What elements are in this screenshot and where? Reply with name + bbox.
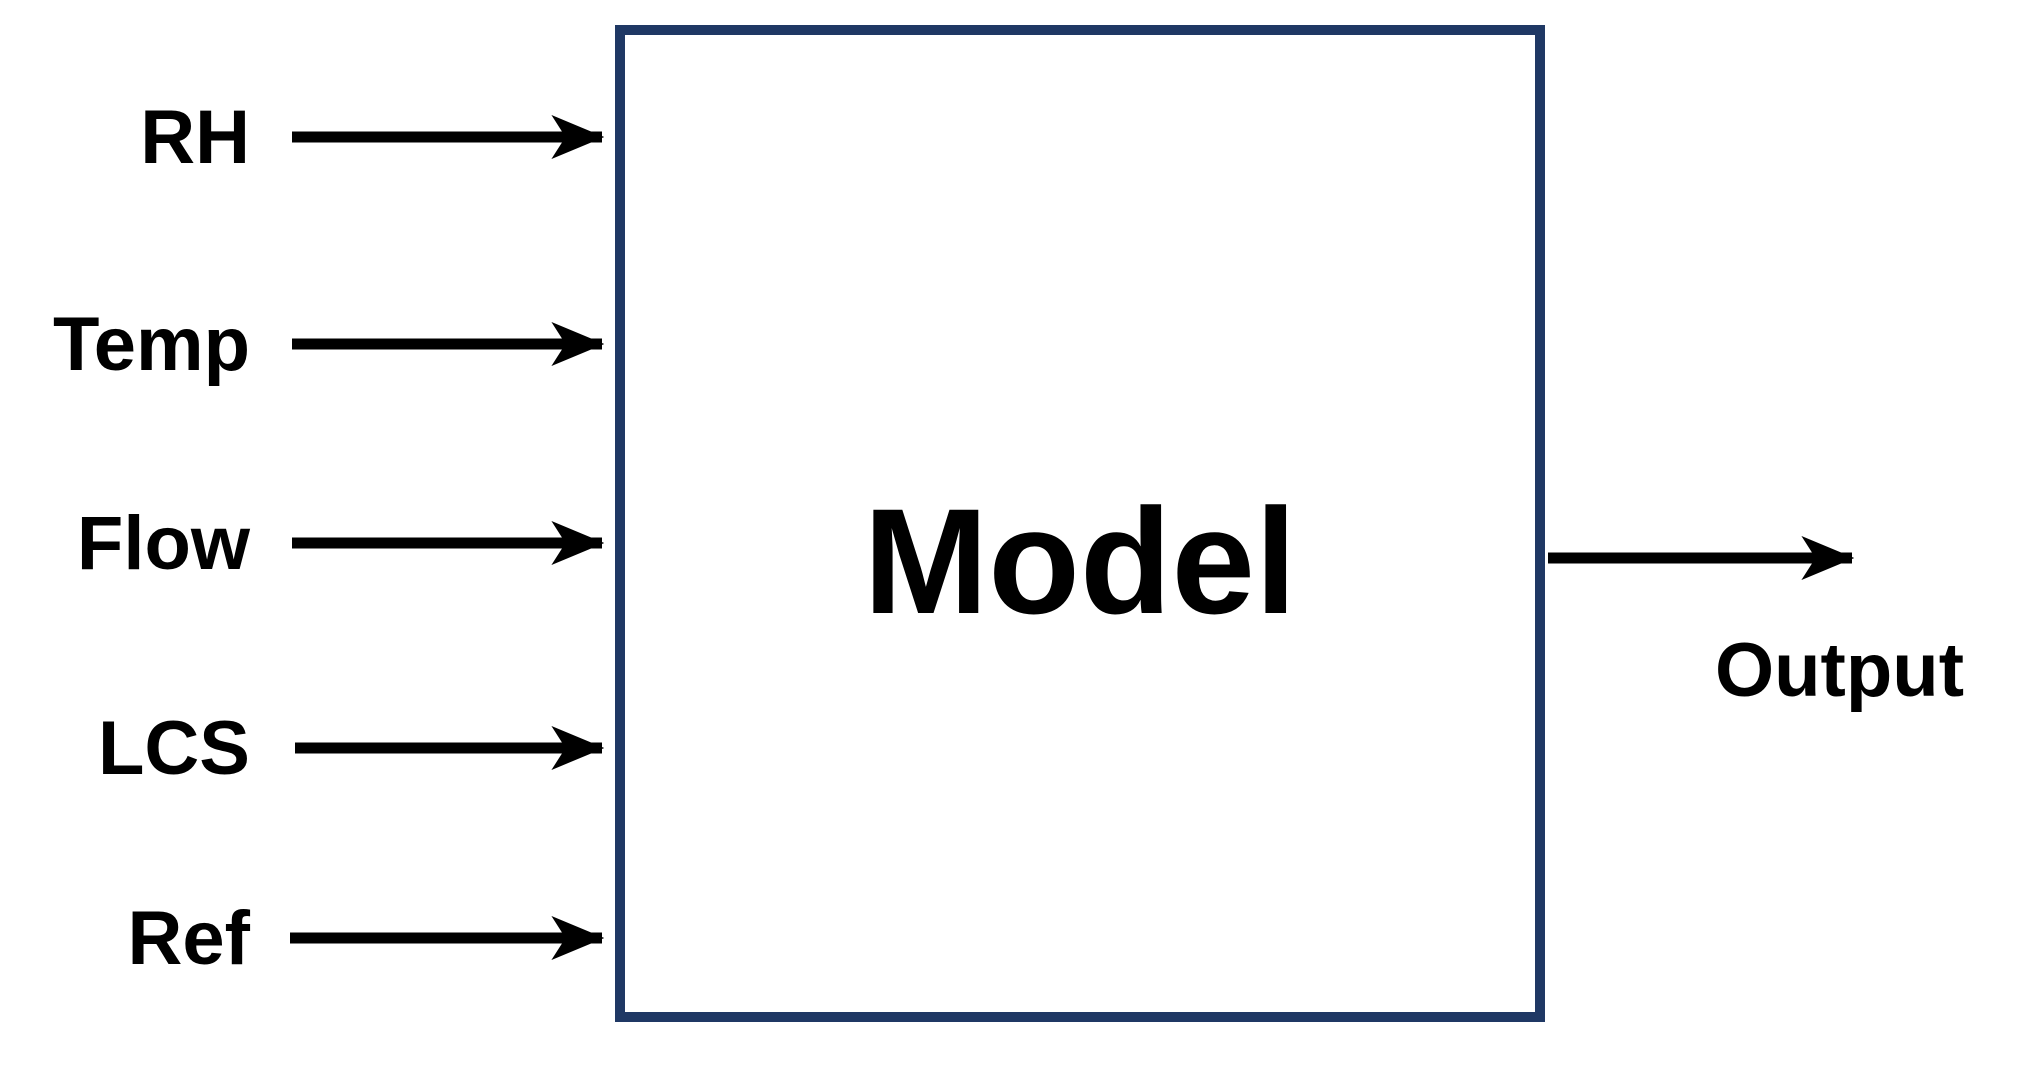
input-label-ref-text: Ref (127, 895, 250, 981)
input-label-temp-text: Temp (52, 301, 250, 387)
input-label-flow-text: Flow (76, 500, 250, 586)
input-label-temp: Temp (53, 289, 250, 399)
model-box: Model (615, 25, 1545, 1022)
output-label-text: Output (1715, 627, 1965, 713)
input-label-ref: Ref (128, 883, 250, 993)
model-box-label: Model (863, 477, 1297, 645)
input-label-rh-text: RH (140, 94, 250, 180)
input-label-rh: RH (140, 82, 250, 192)
output-label: Output (1715, 615, 1964, 725)
input-label-lcs-text: LCS (98, 705, 250, 791)
input-label-lcs: LCS (98, 693, 250, 803)
input-label-flow: Flow (77, 488, 250, 598)
